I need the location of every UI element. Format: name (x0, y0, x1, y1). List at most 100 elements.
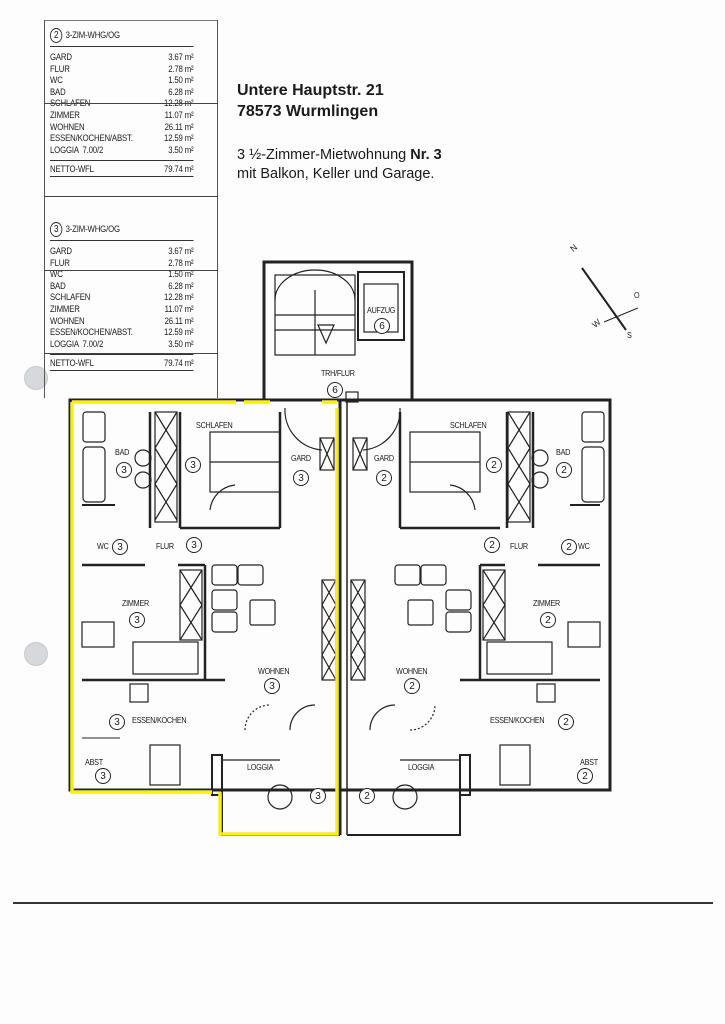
badge-wc-2: 2 (561, 539, 577, 555)
badge-gard-3: 3 (293, 470, 309, 486)
room-area: 1.50 (168, 75, 183, 87)
badge-schlafen-3: 3 (185, 457, 201, 473)
area-unit: m² (184, 358, 194, 370)
room-name: ZIMMER (50, 303, 80, 315)
room-name: ESSEN/KOCHEN/ABST. (50, 327, 133, 339)
label-gard-3: GARD (291, 453, 311, 463)
room-area: 3.67 (168, 246, 183, 257)
area-unit: m² (184, 338, 194, 350)
area-unit: m² (184, 303, 194, 315)
badge-zimmer-2: 2 (540, 612, 556, 628)
badge-abst-2: 2 (577, 768, 593, 784)
total-label: NETTO-WFL (50, 358, 94, 370)
room-area: 6.28 (168, 280, 183, 292)
label-gard-2: GARD (374, 453, 394, 463)
total-label: NETTO-WFL (50, 164, 94, 176)
badge-essen-kochen-2: 2 (558, 714, 574, 730)
label-essen-kochen-2: ESSEN/KOCHEN (490, 715, 545, 725)
room-name: WC (50, 75, 63, 87)
badge-wc-3: 3 (112, 539, 128, 555)
table-row: ESSEN/KOCHEN/ABST.12.59 m² (50, 327, 194, 339)
description-line-2: mit Balkon, Keller und Garage. (237, 166, 435, 182)
apartment-number: Nr. 3 (410, 147, 442, 163)
badge-schlafen-2: 2 (486, 457, 502, 473)
unit-number-badge: 2 (50, 28, 63, 43)
badge-wohnen-2: 2 (404, 678, 420, 694)
room-area: 3.67 (168, 52, 183, 63)
area-unit: m² (184, 292, 194, 304)
room-name: BAD (50, 86, 66, 98)
area-table-header: 2 3-ZIM-WHG/OG (50, 28, 194, 47)
room-area: 1.50 (168, 269, 183, 281)
room-name: GARD (50, 246, 72, 257)
room-area: 2.78 (168, 257, 183, 269)
table-frame-left (44, 20, 45, 398)
label-flur-2: FLUR (510, 541, 528, 551)
badge-stair-hall: 6 (327, 382, 343, 398)
badge-bad-3: 3 (116, 462, 132, 478)
label-loggia-3: LOGGIA (247, 762, 274, 772)
area-unit: m² (184, 144, 194, 156)
badge-flur-2: 2 (484, 537, 500, 553)
room-name: WOHNEN (50, 315, 85, 327)
room-name: LOGGIA 7.00/2 (50, 144, 104, 156)
badge-aufzug: 6 (374, 318, 390, 334)
room-area: 26.11 (164, 121, 183, 133)
label-abst-3: ABST (85, 757, 103, 767)
label-zimmer-3: ZIMMER (122, 598, 149, 608)
area-unit: m² (184, 269, 194, 281)
unit-type: 3-ZIM-WHG/OG (65, 223, 120, 235)
table-row: FLUR 2.78 m² (50, 258, 194, 270)
area-unit: m² (184, 109, 194, 121)
area-unit: m² (184, 246, 194, 257)
area-unit: m² (184, 133, 194, 145)
table-row: WC 1.50 m² (50, 269, 194, 281)
label-wc-3: WC (97, 541, 109, 551)
label-wohnen-3: WOHNEN (258, 666, 290, 676)
table-row: ESSEN/KOCHEN/ABST. 12.59 m² (50, 133, 194, 145)
label-schlafen-3: SCHLAFEN (196, 420, 233, 430)
label-essen-kochen-3: ESSEN/KOCHEN (132, 715, 187, 725)
table-row: LOGGIA 7.00/2 3.50 m² (50, 145, 194, 157)
description-line-1: 3 ½-Zimmer-Mietwohnung Nr. 3 (237, 146, 442, 165)
room-area: 11.07 (164, 109, 183, 121)
room-name: WC (50, 269, 63, 281)
area-unit: m² (184, 164, 194, 176)
area-unit: m² (184, 280, 194, 292)
room-name: FLUR (50, 63, 70, 75)
room-name: SCHLAFEN (50, 292, 91, 304)
label-bad-3: BAD (115, 447, 130, 457)
separator-line (44, 353, 218, 354)
label-flur-3: FLUR (156, 541, 174, 551)
area-unit: m² (184, 315, 194, 327)
room-name: FLUR (50, 257, 70, 269)
badge-wohnen-3: 3 (264, 678, 280, 694)
label-stair-hall: TRH/FLUR (321, 368, 355, 378)
city-address: 78573 Wurmlingen (237, 103, 379, 120)
room-area: 12.59 (164, 133, 183, 145)
punch-hole-bottom (24, 642, 48, 666)
badge-loggia-3: 3 (310, 788, 326, 804)
label-aufzug: AUFZUG (367, 305, 396, 315)
room-name: ESSEN/KOCHEN/ABST. (50, 133, 133, 145)
room-area: 6.28 (168, 86, 183, 98)
badge-essen-kochen-3: 3 (109, 714, 125, 730)
table-frame-right (217, 20, 218, 398)
label-abst-2: ABST (580, 757, 598, 767)
room-name: GARD (50, 52, 72, 63)
room-area: 26.11 (164, 315, 183, 327)
area-unit: m² (184, 121, 194, 133)
room-area: 3.50 (168, 144, 183, 156)
room-area: 12.59 (164, 327, 183, 339)
area-unit: m² (184, 257, 194, 269)
